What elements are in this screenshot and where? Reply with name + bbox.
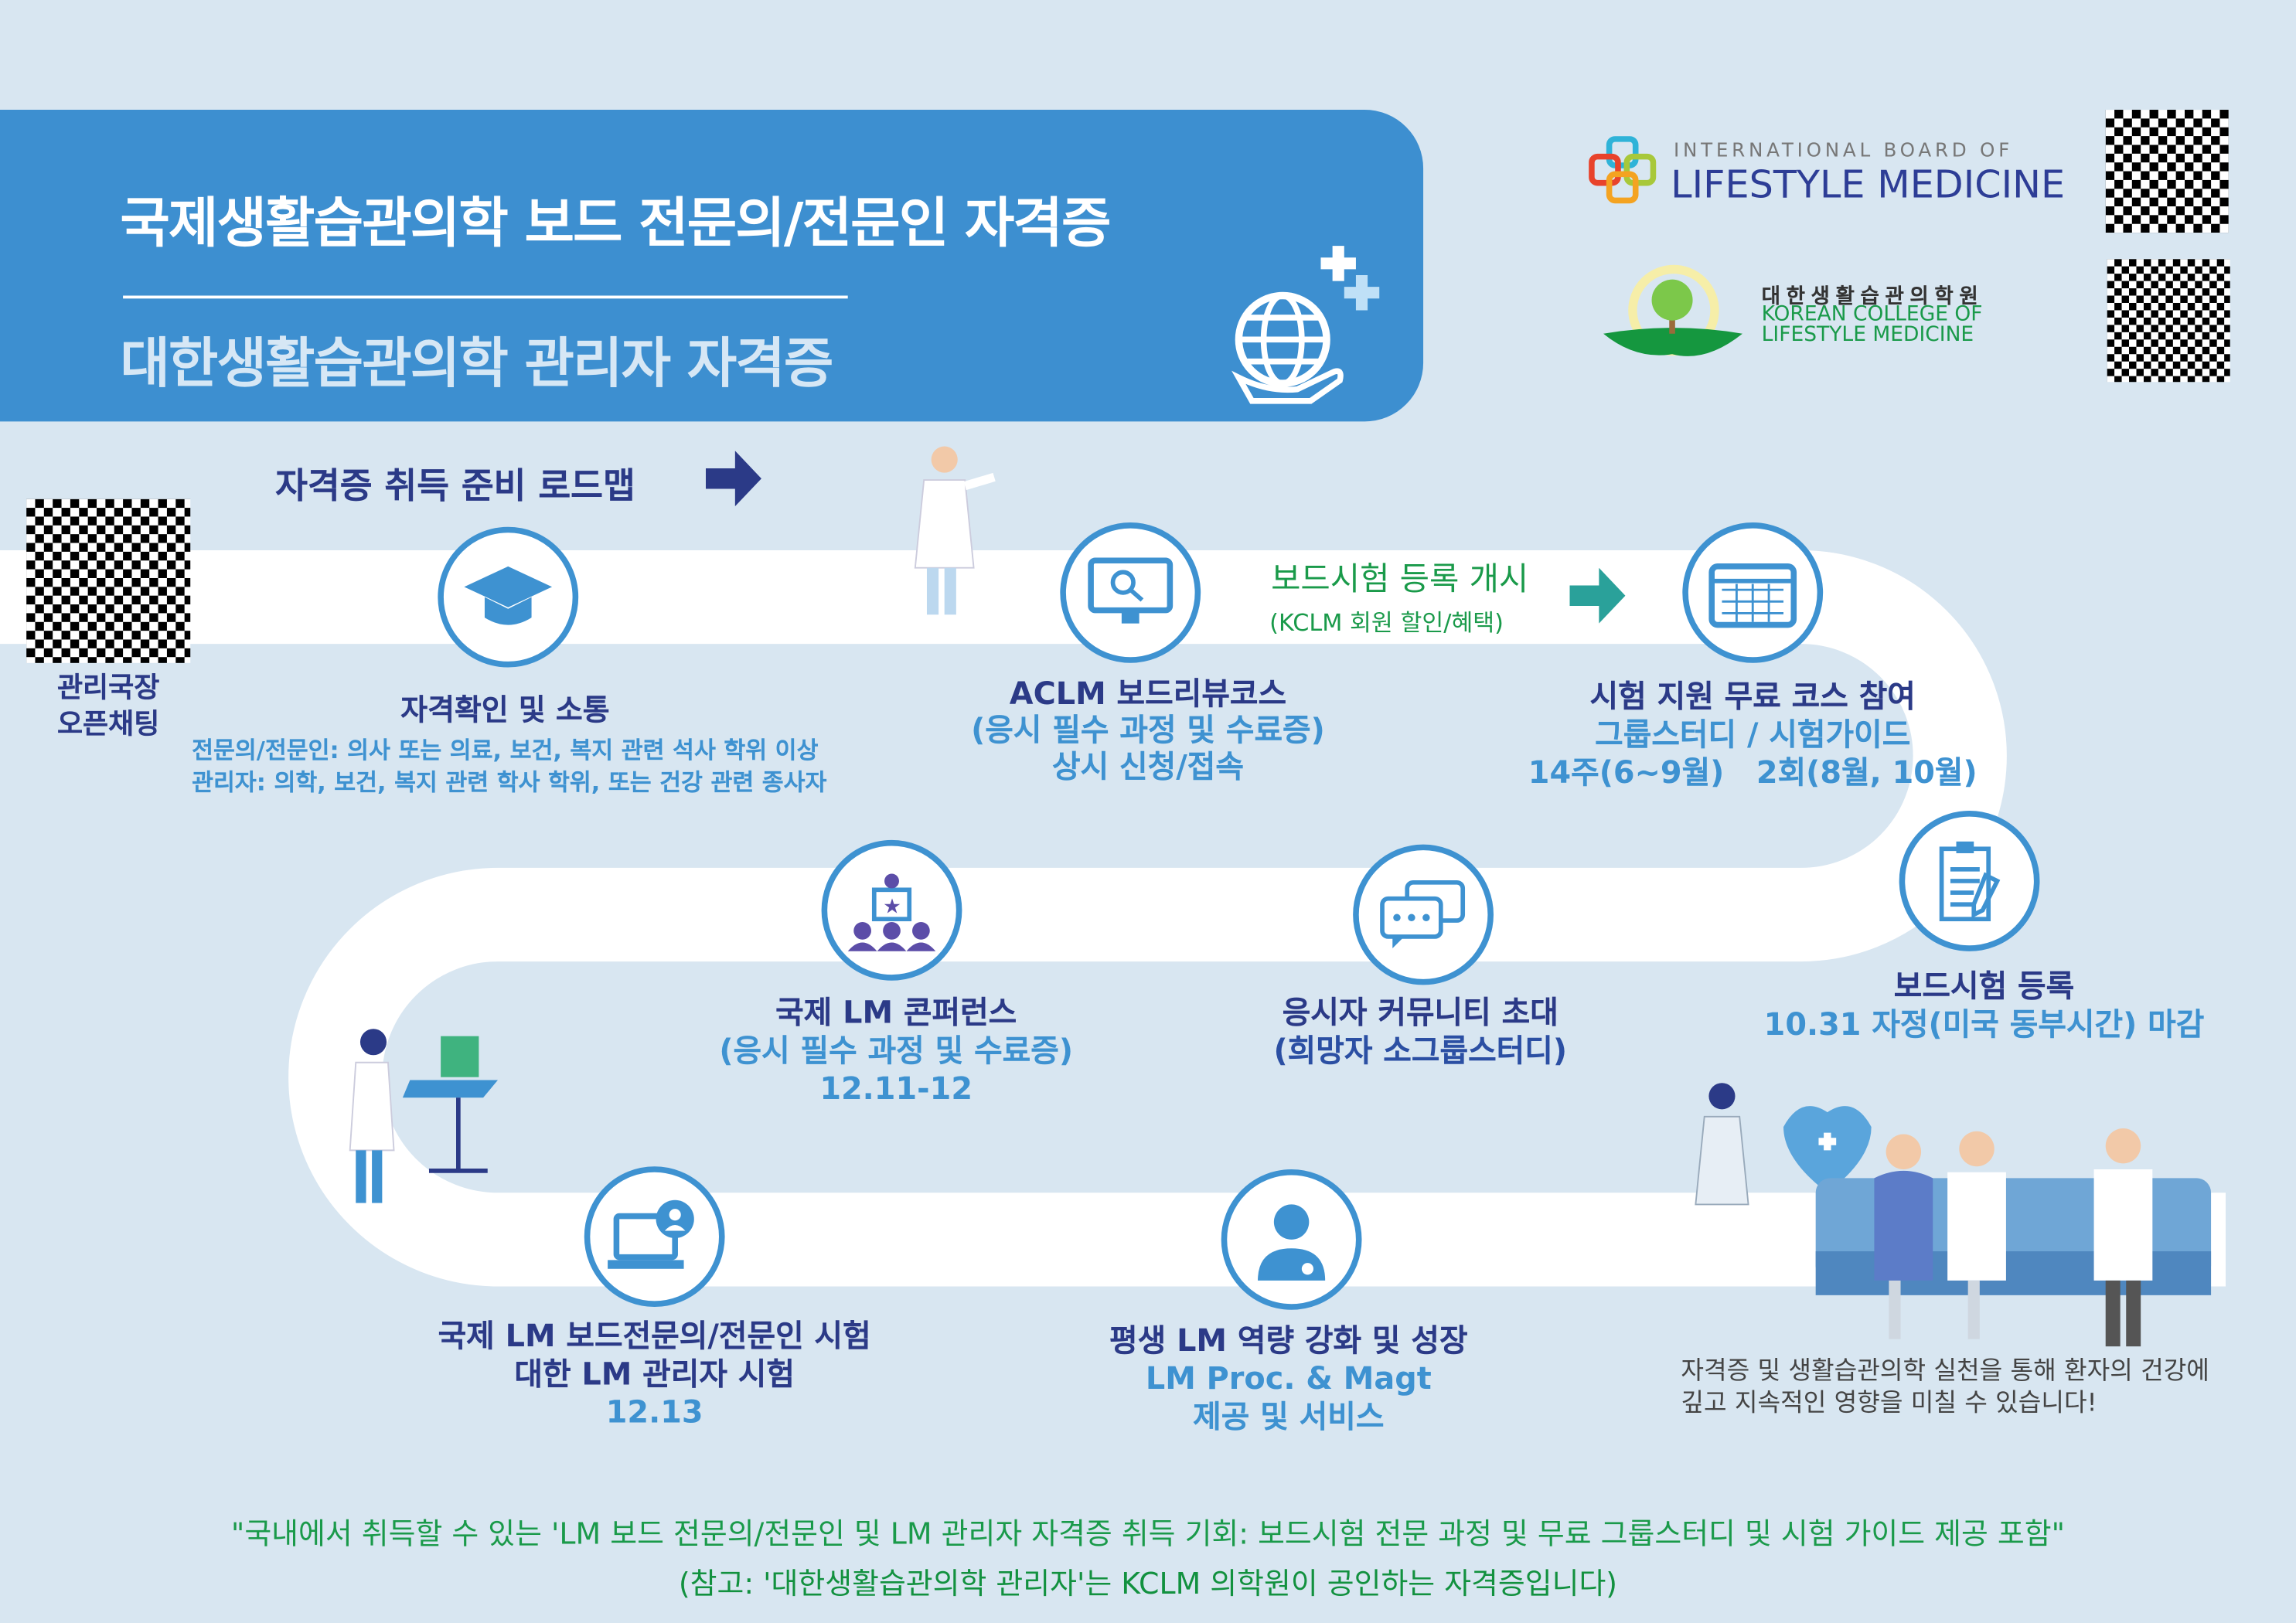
graduation-cap-icon <box>438 526 579 668</box>
step-8-line: 제공 및 서비스 <box>1193 1399 1385 1434</box>
step-6: 국제 LM 콘퍼런스(응시 필수 과정 및 수료증)12.11-12 <box>719 994 1073 1108</box>
step-7-line: 12.13 <box>605 1394 703 1431</box>
closing-line1: 자격증 및 생활습관의학 실천을 통해 환자의 건강에 <box>1681 1356 2209 1387</box>
header-banner <box>0 110 1424 422</box>
arrow-right-icon <box>1569 567 1626 624</box>
step-3-line: 그룹스터디 / 시험가이드 <box>1595 716 1911 753</box>
step-7-line: 대한 LM 관리자 시험 <box>514 1356 795 1392</box>
doctor-illustration <box>914 446 996 615</box>
arrow-right-icon <box>705 451 761 507</box>
footer-line2: (참고: '대한생활습관의학 관리자'는 KCLM 의학원이 공인하는 자격증입… <box>678 1566 1618 1601</box>
step-5: 응시자 커뮤니티 초대(희망자 소그룹스터디) <box>1273 994 1567 1070</box>
banner-divider <box>123 295 848 299</box>
roadmap-label: 자격증 취득 준비 로드맵 <box>275 465 635 507</box>
step-3-title: 시험 지원 무료 코스 참여 <box>1589 679 1916 715</box>
monitor-search-icon <box>1060 522 1201 663</box>
calendar-icon <box>1682 522 1824 663</box>
doctor-icon <box>1221 1169 1362 1310</box>
iblm-logo-icon <box>1589 136 1657 204</box>
clipboard-pencil-icon <box>1899 811 2040 951</box>
footer-line1: "국내에서 취득할 수 있는 'LM 보드 전문의/전문인 및 LM 관리자 자… <box>230 1516 2066 1552</box>
banner-title: 국제생활습관의학 보드 전문의/전문인 자격증 <box>120 192 1111 255</box>
kclm-korean: 대한생활습관의학원 <box>1761 285 1984 309</box>
qr-code-open-chat[interactable] <box>26 498 191 663</box>
step-8-title: 평생 LM 역량 강화 및 성장 <box>1109 1322 1468 1359</box>
footer: "국내에서 취득할 수 있는 'LM 보드 전문의/전문인 및 LM 관리자 자… <box>231 1509 2065 1608</box>
step-6-title: 국제 LM 콘퍼런스 <box>775 995 1017 1031</box>
banner-subtitle: 대한생활습관의학 관리자 자격증 <box>120 332 833 396</box>
step-8-line: LM Proc. & Magt <box>1145 1361 1432 1397</box>
step-5-line: (희망자 소그룹스터디) <box>1273 1033 1568 1069</box>
step-2-title: ACLM 보드리뷰코스 <box>1009 675 1287 712</box>
iblm-line2: LIFESTYLE MEDICINE <box>1671 164 2066 208</box>
qr-code-kclm[interactable] <box>2107 259 2230 383</box>
iblm-line1: INTERNATIONAL BOARD OF <box>1673 140 2014 163</box>
step-2-line: 상시 신청/접속 <box>1051 749 1244 784</box>
qr-code-iblm[interactable] <box>2105 110 2229 233</box>
doctor-computer-illustration <box>349 1029 498 1203</box>
step-4-title: 보드시험 등록 <box>1893 968 2075 1005</box>
svg-text:★: ★ <box>883 895 901 919</box>
patients-couch-illustration <box>1695 1083 2212 1347</box>
step-1-line: 관리자: 의학, 보건, 복지 관련 학사 학위, 또는 건강 관련 종사자 <box>192 768 827 797</box>
step-4-line: 10.31 자정(미국 동부시간) 마감 <box>1763 1006 2205 1043</box>
step-7-title: 국제 LM 보드전문의/전문인 시험 <box>438 1318 871 1354</box>
closing-line2: 깊고 지속적인 영향을 미칠 수 있습니다! <box>1681 1389 2097 1418</box>
step-1-line: 전문의/전문인: 의사 또는 의료, 보건, 복지 관련 석사 학위 이상 <box>192 736 819 764</box>
step-2-line: (응시 필수 과정 및 수료증) <box>971 713 1325 748</box>
conference-audience-icon: ★ <box>821 839 962 981</box>
step-1-title: 자격확인 및 소통 <box>400 692 610 728</box>
step-5-title: 응시자 커뮤니티 초대 <box>1282 995 1558 1031</box>
step-6-line: 12.11-12 <box>819 1071 973 1107</box>
step-2: ACLM 보드리뷰코스(응시 필수 과정 및 수료증)상시 신청/접속 <box>971 676 1325 786</box>
step-3-line: 14주(6~9월) 2회(8월, 10월) <box>1528 755 1977 791</box>
chat-bubbles-icon <box>1353 844 1494 985</box>
registration-note: (KCLM 회원 할인/혜택) <box>1269 608 1504 637</box>
registration-title: 보드시험 등록 개시 <box>1271 562 1529 599</box>
laptop-user-icon <box>584 1166 725 1307</box>
kclm-line2: LIFESTYLE MEDICINE <box>1761 323 1974 347</box>
kclm-tree-logo-icon <box>1603 264 1742 356</box>
open-chat-line2: 오픈채팅 <box>56 708 160 741</box>
step-6-line: (응시 필수 과정 및 수료증) <box>719 1033 1074 1069</box>
globe-hand-icon <box>1231 246 1380 404</box>
kclm-line1: KOREAN COLLEGE OF <box>1761 302 1983 327</box>
open-chat-line1: 관리국장 <box>56 672 160 704</box>
